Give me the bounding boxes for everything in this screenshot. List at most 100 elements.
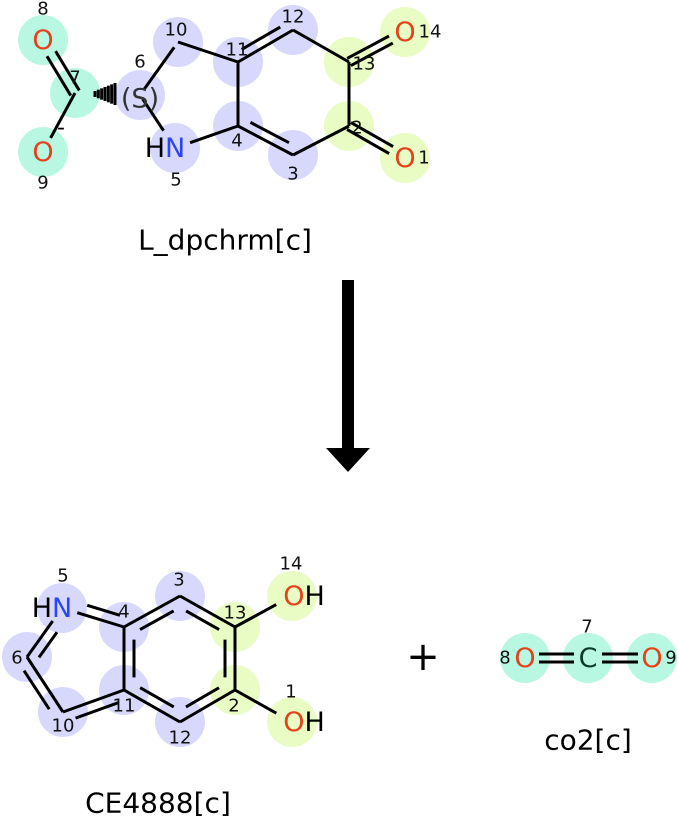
atom-symbol-hn-5: HN <box>32 593 73 624</box>
atom-symbol-o-9: O <box>641 643 662 674</box>
bond-line <box>62 688 125 714</box>
atom-number-8: 8 <box>499 648 510 669</box>
reactant-name: L_dpchrm[c] <box>138 224 312 257</box>
element-char: H <box>145 133 165 164</box>
element-char: C <box>579 643 598 674</box>
atom-number-14: 14 <box>419 22 442 43</box>
atom-symbol-o-8: O <box>32 25 53 56</box>
element-char: O <box>394 17 415 48</box>
atom-number-3: 3 <box>287 164 298 185</box>
bond-line <box>292 124 350 157</box>
atom-highlight-9 <box>627 633 677 683</box>
element-char: O <box>32 137 53 168</box>
atom-symbol-c-7: C <box>579 643 598 674</box>
bond-line <box>346 128 390 155</box>
atom-number-10: 10 <box>52 716 75 737</box>
atom-number-11: 11 <box>226 40 249 61</box>
reaction-arrow <box>326 280 370 472</box>
atom-number-4: 4 <box>231 131 242 152</box>
atom-highlights <box>2 5 677 747</box>
atom-highlight-7 <box>563 633 613 683</box>
element-char: O <box>32 25 53 56</box>
product-name-ce4888: CE4888[c] <box>85 787 231 820</box>
element-char: N <box>165 133 185 164</box>
element-char: N <box>52 593 72 624</box>
atom-highlight-5 <box>37 583 87 633</box>
bond-line <box>185 609 220 631</box>
bond-line <box>25 656 65 713</box>
bond-line <box>76 611 125 629</box>
atom-number-11: 11 <box>113 696 136 717</box>
atom-highlight-5 <box>150 123 200 173</box>
atom-symbol-o-8: O <box>514 643 535 674</box>
stereo-label: (S) <box>121 84 159 115</box>
arrow-head <box>326 448 370 472</box>
atom-number-10: 10 <box>165 20 188 41</box>
element-char: O <box>514 643 535 674</box>
atom-number-12: 12 <box>282 7 305 28</box>
bond-line <box>123 594 181 629</box>
atom-highlight-9 <box>18 127 68 177</box>
plus-sign: + <box>406 634 440 680</box>
arrow-shaft <box>342 280 354 452</box>
charge-label: - <box>57 116 65 141</box>
bond-line <box>123 688 181 724</box>
bond-line <box>240 25 281 51</box>
atom-number-13: 13 <box>353 54 376 75</box>
bond-line <box>142 46 176 91</box>
bonds <box>22 25 638 724</box>
atom-highlight-1 <box>267 697 317 747</box>
bond-line <box>22 669 51 711</box>
product-name-co2: co2[c] <box>544 724 632 757</box>
bond-line <box>350 41 394 67</box>
bond-line <box>292 28 350 64</box>
atom-number-13: 13 <box>224 603 247 624</box>
bond-line <box>75 701 119 720</box>
atom-highlight-8 <box>500 633 550 683</box>
atom-number-14: 14 <box>280 554 303 575</box>
bond-line <box>86 603 121 617</box>
element-char: O <box>283 707 304 738</box>
atom-symbol-o-9: O <box>32 137 53 168</box>
bond-line <box>139 686 175 709</box>
atom-symbol-oh-14: OH <box>283 581 325 612</box>
atom-number-7: 7 <box>69 68 80 89</box>
bond-line <box>237 28 294 64</box>
bond-line <box>25 620 54 658</box>
atom-number-7: 7 <box>581 617 592 638</box>
bond-line <box>179 594 236 629</box>
element-char: O <box>283 581 304 612</box>
bond-line <box>45 55 73 97</box>
atom-number-9: 9 <box>665 648 676 669</box>
atom-number-3: 3 <box>173 570 184 591</box>
atom-number-5: 5 <box>170 170 181 191</box>
atom-number-4: 4 <box>118 602 129 623</box>
atom-symbol-o-1: O <box>394 143 415 174</box>
atom-symbol-hn-5: HN <box>145 133 186 164</box>
atom-highlight-6 <box>115 70 165 120</box>
bond-line <box>49 92 77 139</box>
atom-number-1: 1 <box>418 148 429 169</box>
bond-line <box>237 124 294 157</box>
atom-number-6: 6 <box>11 648 22 669</box>
bond-line <box>54 50 81 92</box>
bond-line <box>234 688 278 715</box>
atom-number-2: 2 <box>228 696 239 717</box>
bond-line <box>177 40 239 64</box>
bond-line <box>234 603 277 629</box>
element-char: H <box>304 581 324 612</box>
atom-number-9: 9 <box>37 173 48 194</box>
bond-line <box>346 34 390 60</box>
bond-line <box>179 688 236 724</box>
atom-number-5: 5 <box>57 566 68 587</box>
atom-number-6: 6 <box>134 52 145 73</box>
bond-line <box>249 121 290 145</box>
atom-number-1: 1 <box>285 682 296 703</box>
element-char: O <box>641 643 662 674</box>
bond-line <box>189 124 239 145</box>
bond-line <box>37 631 59 659</box>
atom-number-8: 8 <box>37 0 48 20</box>
bond-line <box>139 609 175 631</box>
